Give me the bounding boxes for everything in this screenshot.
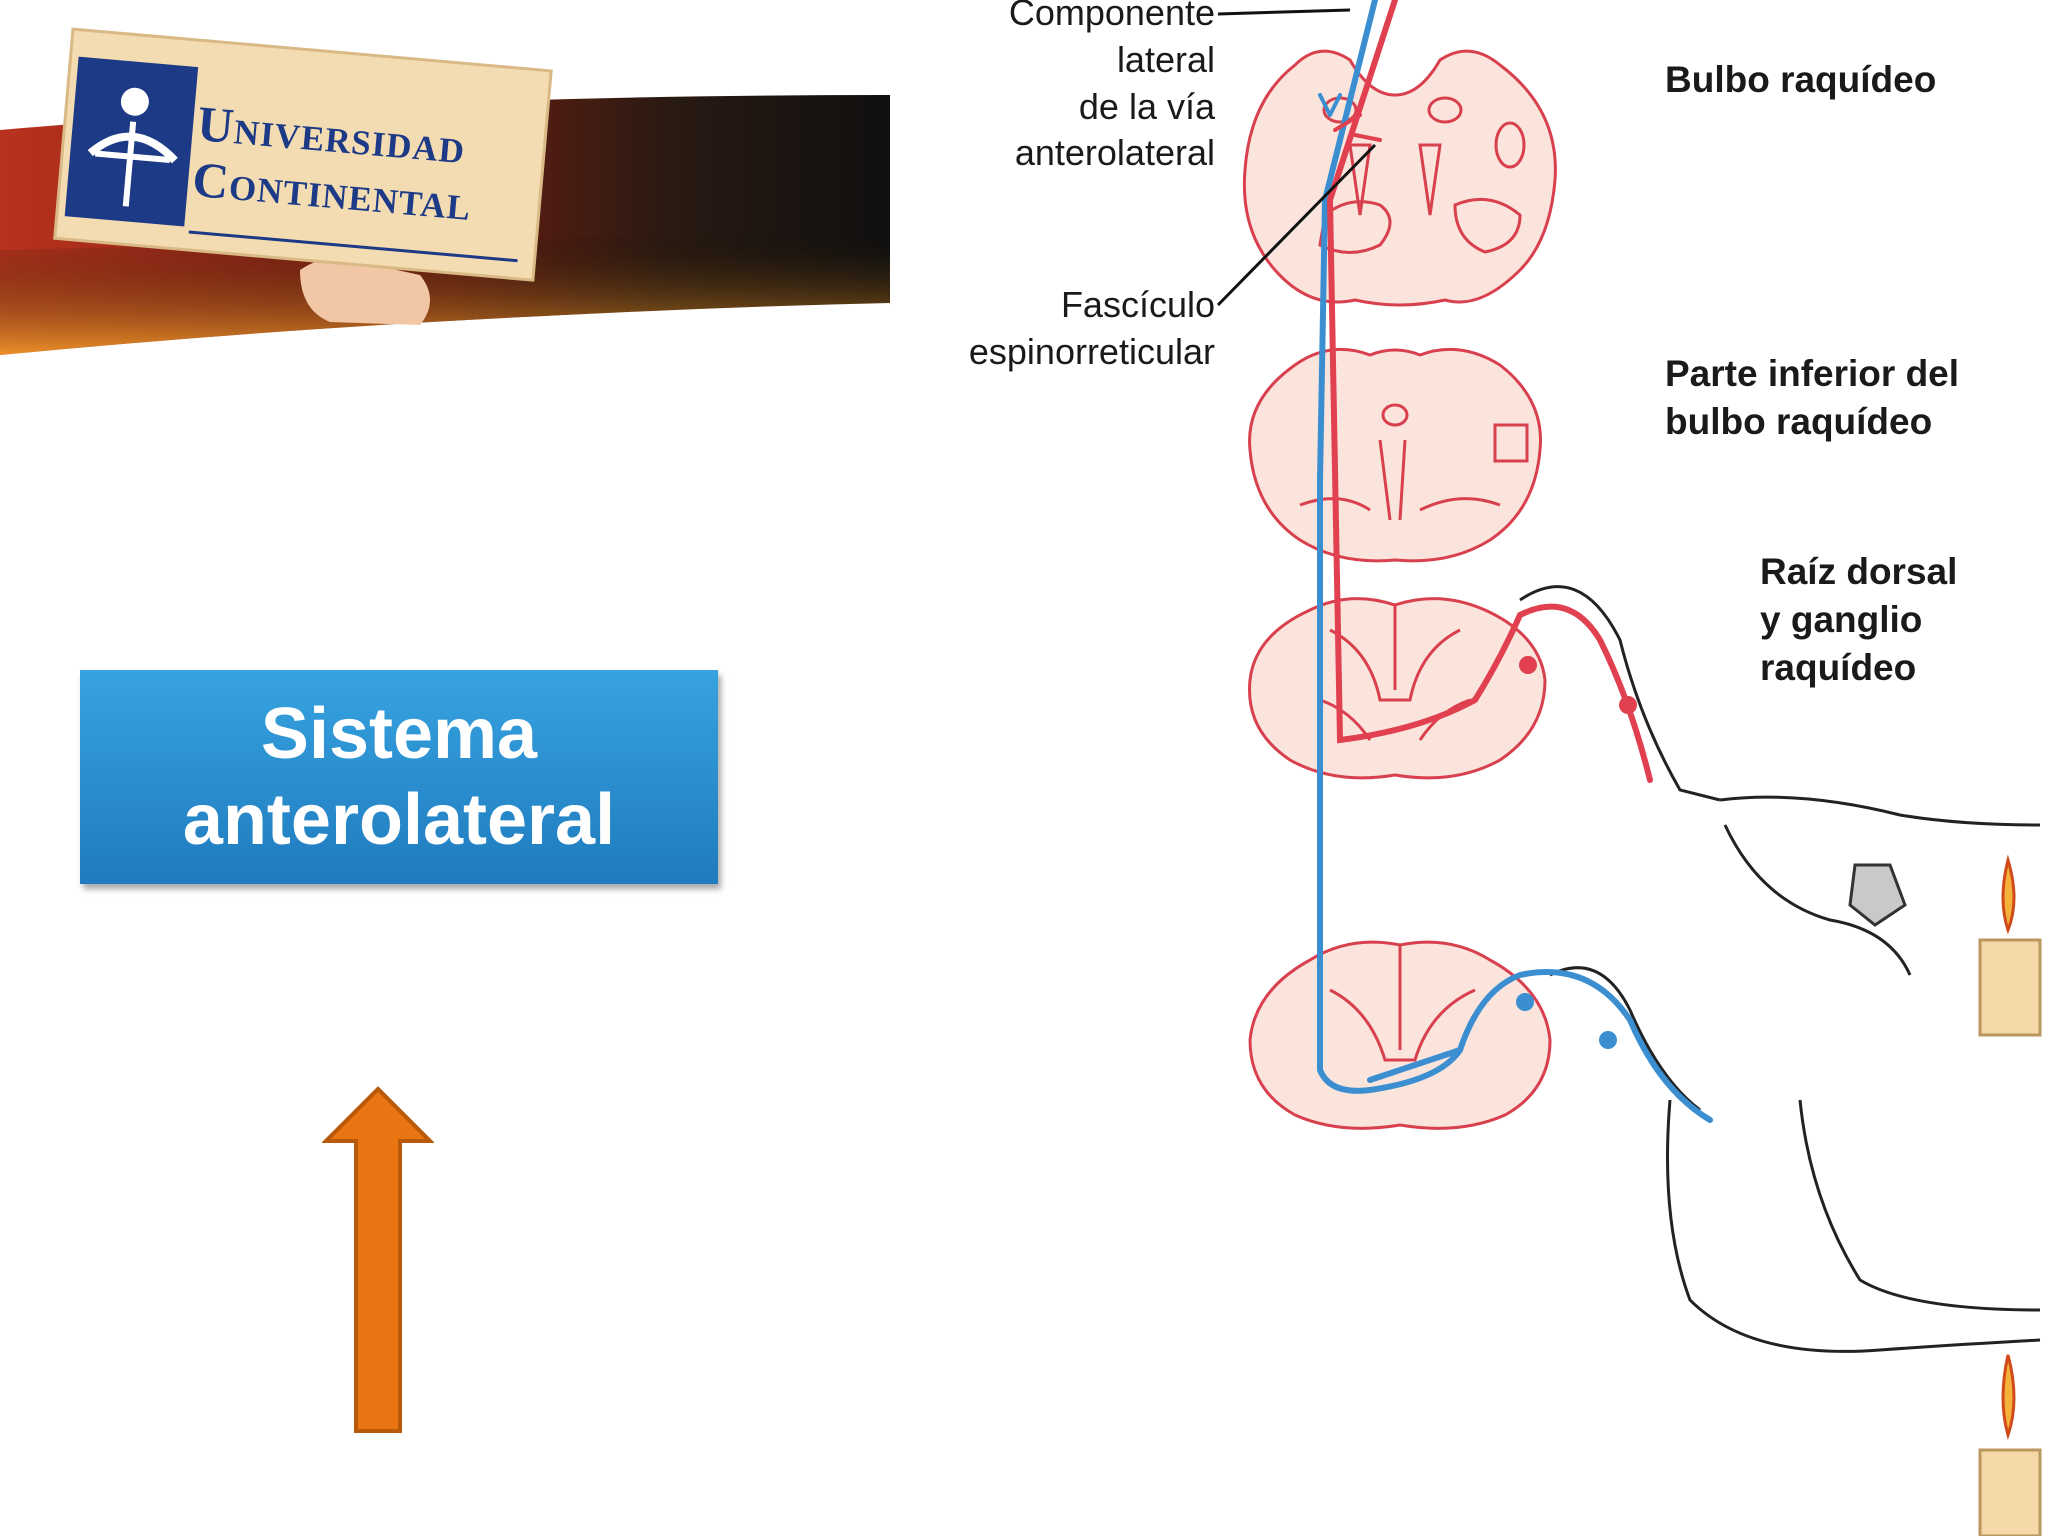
- lower-medulla-section: [1248, 347, 1542, 563]
- label-line: Bulbo raquídeo: [1665, 59, 1937, 100]
- leader-componente: [1217, 8, 1351, 16]
- label-line: espinorreticular: [968, 330, 1215, 372]
- label-line: Raíz dorsal: [1760, 551, 1958, 592]
- label-line: lateral: [1116, 38, 1215, 80]
- label-componente-lateral: Componente lateral de la vía anterolater…: [935, 0, 1215, 177]
- label-line: Fascículo: [1060, 284, 1215, 325]
- label-line: Componente: [1008, 0, 1215, 33]
- label-line: anterolateral: [1014, 132, 1215, 174]
- medulla-section: [1242, 49, 1557, 307]
- up-arrow-icon: [322, 1086, 434, 1433]
- glove-graphic: [1848, 863, 1907, 927]
- neuron-dot-blue-2: [1599, 1031, 1617, 1049]
- red-pathway: [1326, 0, 1653, 783]
- candle-upper-icon: [1978, 938, 2042, 1037]
- label-line: de la vía: [1078, 85, 1215, 127]
- spinal-cord-section-lower: [1248, 940, 1552, 1130]
- anterolateral-pathway-diagram: [1216, 0, 2042, 1536]
- candle-lower-icon: [1978, 1448, 2042, 1536]
- leader-fasciculo: [1216, 143, 1377, 307]
- hand-outline: [1719, 795, 2041, 827]
- title-box: Sistema anterolateral: [80, 670, 718, 884]
- blue-pathway-lower: [1317, 477, 1713, 1123]
- spinal-cord-section-upper: [1248, 597, 1547, 780]
- label-parte-inferior-bulbo: Parte inferior del bulbo raquídeo: [1665, 350, 1959, 446]
- flame-upper-icon: [2001, 854, 2016, 935]
- label-fasciculo-espinorreticular: Fascículo espinorreticular: [905, 282, 1215, 376]
- foot-outline: [1666, 1099, 2041, 1353]
- page-title: Sistema anterolateral: [183, 691, 615, 864]
- label-line: Parte inferior del: [1665, 353, 1960, 394]
- logo-card: [53, 27, 553, 282]
- label-line: raquídeo: [1760, 647, 1917, 689]
- flame-lower-icon: [2001, 1354, 2016, 1441]
- lower-dorsal-root-outline: [1549, 966, 1701, 1112]
- hand-graphic: [300, 257, 430, 325]
- neuron-dot-red-1: [1519, 656, 1537, 674]
- neuron-dot-red-2: [1619, 696, 1637, 714]
- blue-pathway-upper: [1317, 0, 1378, 483]
- label-bulbo-raquideo: Bulbo raquídeo: [1665, 56, 1936, 104]
- neuron-dot-blue-1: [1516, 993, 1534, 1011]
- title-line-1: Sistema: [260, 693, 538, 774]
- label-line: bulbo raquídeo: [1665, 401, 1933, 443]
- label-line: y ganglio: [1760, 599, 1923, 641]
- label-raiz-dorsal: Raíz dorsal y ganglio raquídeo: [1760, 548, 1957, 692]
- title-line-2: anterolateral: [182, 780, 616, 860]
- banner-graphic: [0, 27, 891, 370]
- upper-dorsal-root-outline: [1519, 585, 1721, 802]
